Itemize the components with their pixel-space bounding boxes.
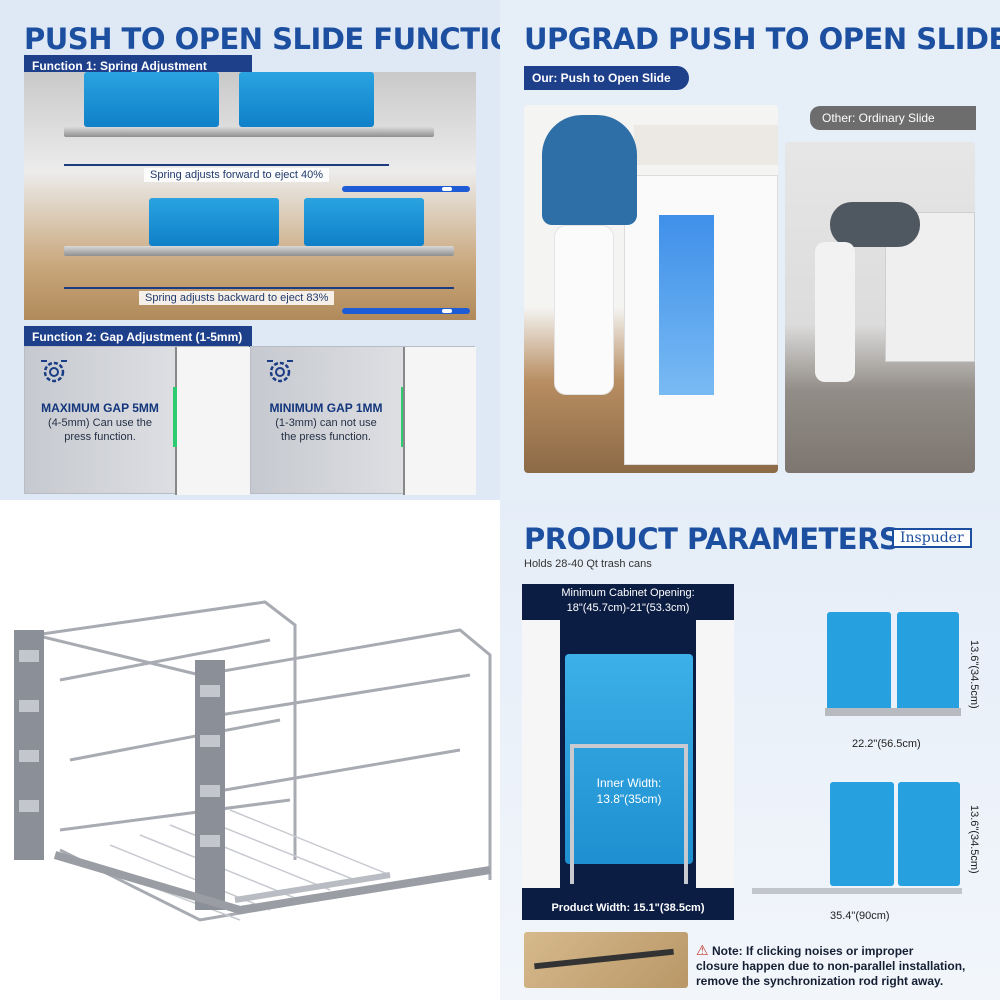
other-tag: Other: Ordinary Slide [810,106,976,130]
function-2-tag: Function 2: Gap Adjustment (1-5mm) [24,326,252,348]
rack-frame [570,744,688,884]
bin-image [84,72,219,127]
product-width: Product Width: 15.1"(38.5cm) [551,902,705,914]
warning-icon: ⚠ [696,942,709,958]
cabinet-diagram: Minimum Cabinet Opening: 18"(45.7cm)-21"… [522,584,734,920]
pull-out-rack-image [14,600,492,922]
spring-adjust-photo: Spring adjusts forward to eject 40% Spri… [24,72,476,320]
note-line3: remove the synchronization rod right awa… [696,974,944,988]
push-to-open-panel: PUSH TO OPEN SLIDE FUNCTION Function 1: … [0,0,500,500]
gap-indicator [173,387,177,447]
bin-image [239,72,374,127]
cabinet-opening-line1: Minimum Cabinet Opening: [561,587,695,599]
ordinary-slide-photo [785,142,975,473]
bin-image [898,782,960,886]
cabinet-opening-line2: 18"(45.7cm)-21"(53.3cm) [566,602,690,614]
note-line1: Note: If clicking noises or improper [712,944,914,958]
forward-arrow [64,164,389,166]
slide-rail [752,888,962,894]
sync-rod-photo [524,932,688,988]
height-label-2: 13.6"(34.5cm) [968,805,980,874]
slide-rail [64,246,454,256]
rack-photo-panel [0,500,500,1000]
open-width: 35.4"(90cm) [830,910,890,922]
brand-logo: Inspuder [892,528,972,548]
product-parameters-panel: PRODUCT PARAMETERS Inspuder Holds 28-40 … [500,500,1000,1000]
note-line2: closure happen due to non-parallel insta… [696,959,966,973]
forward-caption: Spring adjusts forward to eject 40% [144,168,330,182]
panel-title: UPGRAD PUSH TO OPEN SLIDES [524,22,1000,56]
bin-image [149,198,279,246]
blue-bin [659,215,714,395]
gear-icon [41,360,67,383]
max-gap-line2: press function. [64,431,136,443]
min-gap-panel: MINIMUM GAP 1MM (1-3mm) can not use the … [250,346,476,495]
cabinet-wall-right [696,620,734,888]
cabinet-wall-left [522,620,560,888]
bin-image [830,782,894,886]
min-gap-line1: (1-3mm) can not use [275,417,377,429]
person-pants [554,225,614,395]
max-gap-title: MAXIMUM GAP 5MM [41,401,159,415]
sync-rod [534,948,674,970]
subtitle: Holds 28-40 Qt trash cans [524,558,652,570]
person-shirt [830,202,920,247]
min-gap-line2: the press function. [281,431,371,443]
push-to-open-photo [524,105,778,473]
closed-rack-diagram [825,612,961,720]
trash-can [565,654,693,864]
bin-image [827,612,891,716]
slide-rail [825,708,961,716]
backward-arrow [64,287,454,289]
ours-tag: Our: Push to Open Slide [524,66,689,90]
gear-icon [267,360,293,383]
height-label-1: 13.6"(34.5cm) [968,640,980,709]
person-shirt [542,115,637,225]
panel-title: PUSH TO OPEN SLIDE FUNCTION [24,22,500,56]
max-gap-line1: (4-5mm) Can use the [48,417,152,429]
bin-image [304,198,424,246]
eject-meter [342,186,470,192]
function-1-tag: Function 1: Spring Adjustment [24,55,252,77]
closed-width: 22.2"(56.5cm) [852,738,921,750]
backward-caption: Spring adjusts backward to eject 83% [139,291,335,305]
min-gap-title: MINIMUM GAP 1MM [269,401,383,415]
gap-indicator [401,387,403,447]
panel-title: PRODUCT PARAMETERS [524,522,900,556]
inner-width-line2: 13.8"(35cm) [596,792,662,806]
inner-width-line1: Inner Width: [596,776,662,790]
bin-image [897,612,959,716]
max-gap-panel: MAXIMUM GAP 5MM (4-5mm) Can use the pres… [24,346,250,495]
cabinet-door [403,347,476,495]
open-rack-diagram [752,782,962,894]
cabinet-door [175,347,250,495]
person-pants [815,242,855,382]
eject-meter [342,308,470,314]
slide-rail [64,127,434,137]
comparison-panel: UPGRAD PUSH TO OPEN SLIDES Our: Push to … [500,0,1000,500]
countertop [634,125,778,165]
